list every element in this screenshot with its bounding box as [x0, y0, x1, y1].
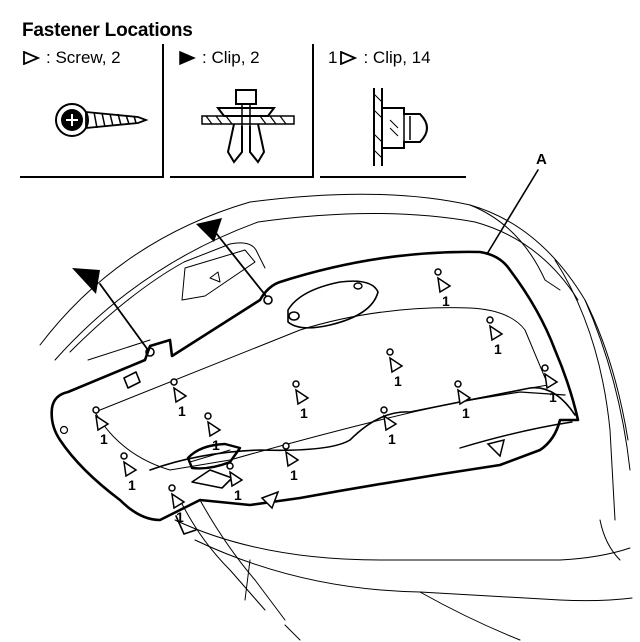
clip-head	[92, 406, 100, 414]
legend-label-screw: : Screw, 2	[22, 48, 121, 68]
clip-head	[454, 380, 462, 388]
hollow-triangle-icon	[295, 388, 310, 406]
hollow-triangle-icon	[340, 51, 358, 65]
clip-number: 1	[494, 341, 502, 357]
clip-number: 1	[388, 431, 396, 447]
clip-marker: 1	[170, 378, 188, 419]
upper-handle	[181, 249, 256, 301]
clip-number: 1	[394, 373, 402, 389]
clip-marker: 1	[486, 316, 504, 357]
clip-head	[170, 378, 178, 386]
hollow-triangle-icon	[383, 414, 398, 432]
hollow-triangle-icon	[544, 372, 559, 390]
clip-marker: 1	[454, 380, 472, 421]
push-clip-icon	[201, 89, 295, 164]
clip-number: 1	[442, 293, 450, 309]
filled-triangle-icon	[179, 51, 196, 65]
legend-text-clip-b: : Clip, 14	[363, 48, 431, 67]
legend-prefix-clip-b: 1	[328, 48, 338, 67]
connector-oval	[186, 442, 242, 470]
clip-head	[282, 442, 290, 450]
hollow-triangle-icon	[389, 356, 404, 374]
legend-panel-clip-a: : Clip, 2	[170, 44, 314, 178]
callout-label-a: A	[536, 151, 547, 168]
clip-marker: 1	[226, 462, 244, 503]
clip-number: 1	[462, 405, 470, 421]
filled-triangle-icon	[72, 268, 100, 294]
hollow-triangle-icon	[229, 470, 244, 488]
clip-head	[380, 406, 388, 414]
clip-marker: 1	[92, 406, 110, 447]
clip-marker: 1	[204, 412, 222, 453]
clip-number: 1	[300, 405, 308, 421]
clip-head	[120, 452, 128, 460]
legend-text-screw: : Screw, 2	[46, 48, 121, 67]
hollow-triangle-icon	[207, 420, 222, 438]
clip-number: 1	[234, 487, 242, 503]
body-outline	[39, 193, 629, 441]
clip-marker: 1	[541, 364, 559, 405]
hollow-triangle-icon	[95, 414, 110, 432]
filled-triangle-icon	[196, 218, 222, 242]
clip-marker: 1	[386, 348, 404, 389]
clip-head	[486, 316, 494, 324]
clip-marker: 1	[292, 380, 310, 421]
hollow-triangle-icon	[173, 386, 188, 404]
legend-panel-clip-b: 1 : Clip, 14	[320, 44, 466, 178]
clip-head	[434, 268, 442, 276]
clip-marker: 1	[380, 406, 398, 447]
clip-head	[204, 412, 212, 420]
hollow-triangle-icon	[123, 460, 138, 478]
legend-label-clip-a: : Clip, 2	[178, 48, 260, 68]
clip-head	[226, 462, 234, 470]
window-frame	[69, 242, 266, 353]
clip-marker: 1	[120, 452, 138, 493]
clip-head	[168, 484, 176, 492]
callout-leader-a	[486, 169, 539, 255]
clip-number: 1	[178, 403, 186, 419]
hollow-triangle-icon	[23, 51, 40, 65]
clip-number: 1	[212, 437, 220, 453]
legend-text-clip-a: : Clip, 2	[202, 48, 260, 67]
clip-marker: 1	[434, 268, 452, 309]
clip-marker: 1	[282, 442, 300, 483]
clip-number: 1	[290, 467, 298, 483]
hollow-triangle-icon	[489, 324, 504, 342]
screw-marker	[486, 438, 506, 458]
clip-head	[386, 348, 394, 356]
screw-marker	[260, 490, 280, 510]
handle-pocket	[287, 280, 379, 329]
screw-icon	[55, 103, 149, 137]
body-outline-inner	[54, 213, 579, 361]
inner-recess	[94, 307, 549, 471]
legend-panel-screw: : Screw, 2	[20, 44, 164, 178]
clip-marker: 1	[168, 484, 186, 525]
trim-panel-outline	[50, 250, 580, 522]
window-frame-lower	[87, 339, 151, 361]
diagram-title: Fastener Locations	[22, 20, 193, 41]
clip-head	[292, 380, 300, 388]
clip-number: 1	[176, 509, 184, 525]
clip-number: 1	[549, 389, 557, 405]
hollow-triangle-icon	[437, 276, 452, 294]
hollow-triangle-icon	[171, 492, 186, 510]
clip-number: 1	[128, 477, 136, 493]
side-clip-icon	[373, 88, 428, 166]
hollow-triangle-icon	[457, 388, 472, 406]
clip-number: 1	[100, 431, 108, 447]
legend-label-clip-b: 1 : Clip, 14	[328, 48, 431, 68]
hollow-triangle-icon	[285, 450, 300, 468]
clip-head	[541, 364, 549, 372]
